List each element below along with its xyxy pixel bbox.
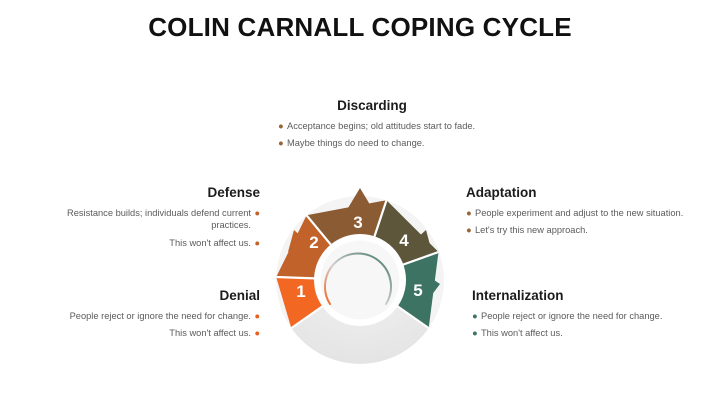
list-item: ● Acceptance begins; old attitudes start… (278, 120, 488, 132)
list-item-text: People reject or ignore the need for cha… (481, 311, 663, 322)
wheel-number-5: 5 (413, 281, 422, 300)
arrow-tip-top (348, 188, 372, 208)
block-adaptation: Adaptation ● People experiment and adjus… (466, 185, 696, 242)
list-item: ● This won't affect us. (472, 327, 708, 339)
list-item: ● People reject or ignore the need for c… (472, 310, 708, 322)
wheel-number-1: 1 (296, 282, 305, 301)
list-item-text: This won't affect us. (169, 328, 251, 339)
list-item-text: People reject or ignore the need for cha… (69, 311, 251, 322)
bullet-icon: ● (254, 328, 260, 339)
page-title: COLIN CARNALL COPING CYCLE (148, 12, 572, 42)
list-item-text: This won't affect us. (169, 237, 251, 248)
bullet-icon: ● (278, 138, 284, 149)
list-item: ● This won't affect us. (22, 327, 260, 339)
block-discarding-heading: Discarding (337, 98, 407, 113)
list-item: ● People reject or ignore the need for c… (22, 310, 260, 322)
list-item: ● This won't affect us. (62, 237, 260, 249)
block-internalization: Internalization ● People reject or ignor… (472, 288, 708, 345)
bullet-icon: ● (254, 208, 260, 219)
block-discarding: Discarding ● Acceptance begins; old atti… (278, 98, 488, 155)
list-item: ● Resistance builds; individuals defend … (62, 207, 260, 232)
list-item-text: Resistance builds; individuals defend cu… (67, 208, 251, 231)
block-internalization-heading: Internalization (472, 288, 564, 303)
list-item-text: People experiment and adjust to the new … (475, 208, 684, 219)
wheel-hub-arc (324, 252, 392, 305)
list-item-text: Let's try this new approach. (475, 225, 588, 236)
wheel-number-2: 2 (309, 233, 318, 252)
list-item-text: This won't affect us. (481, 328, 563, 339)
bullet-icon: ● (278, 121, 284, 132)
list-item-text: Acceptance begins; old attitudes start t… (287, 121, 476, 132)
bullet-icon: ● (254, 237, 260, 248)
bullet-icon: ● (472, 311, 478, 322)
block-defense-heading: Defense (207, 185, 260, 200)
wheel-hub-inner (317, 237, 403, 323)
block-defense: Defense ● Resistance builds; individuals… (62, 185, 260, 254)
coping-cycle-wheel: 1 2 3 4 5 (258, 186, 462, 376)
bullet-icon: ● (466, 208, 472, 219)
wheel-number-4: 4 (399, 231, 409, 250)
bullet-icon: ● (466, 225, 472, 236)
wheel-number-3: 3 (353, 213, 362, 232)
list-item: ● Maybe things do need to change. (278, 137, 488, 149)
block-adaptation-heading: Adaptation (466, 185, 537, 200)
bullet-icon: ● (254, 311, 260, 322)
list-item: ● People experiment and adjust to the ne… (466, 207, 696, 219)
block-denial: Denial ● People reject or ignore the nee… (22, 288, 260, 345)
list-item-text: Maybe things do need to change. (287, 138, 425, 149)
list-item: ● Let's try this new approach. (466, 224, 696, 236)
block-denial-heading: Denial (219, 288, 260, 303)
bullet-icon: ● (472, 328, 478, 339)
